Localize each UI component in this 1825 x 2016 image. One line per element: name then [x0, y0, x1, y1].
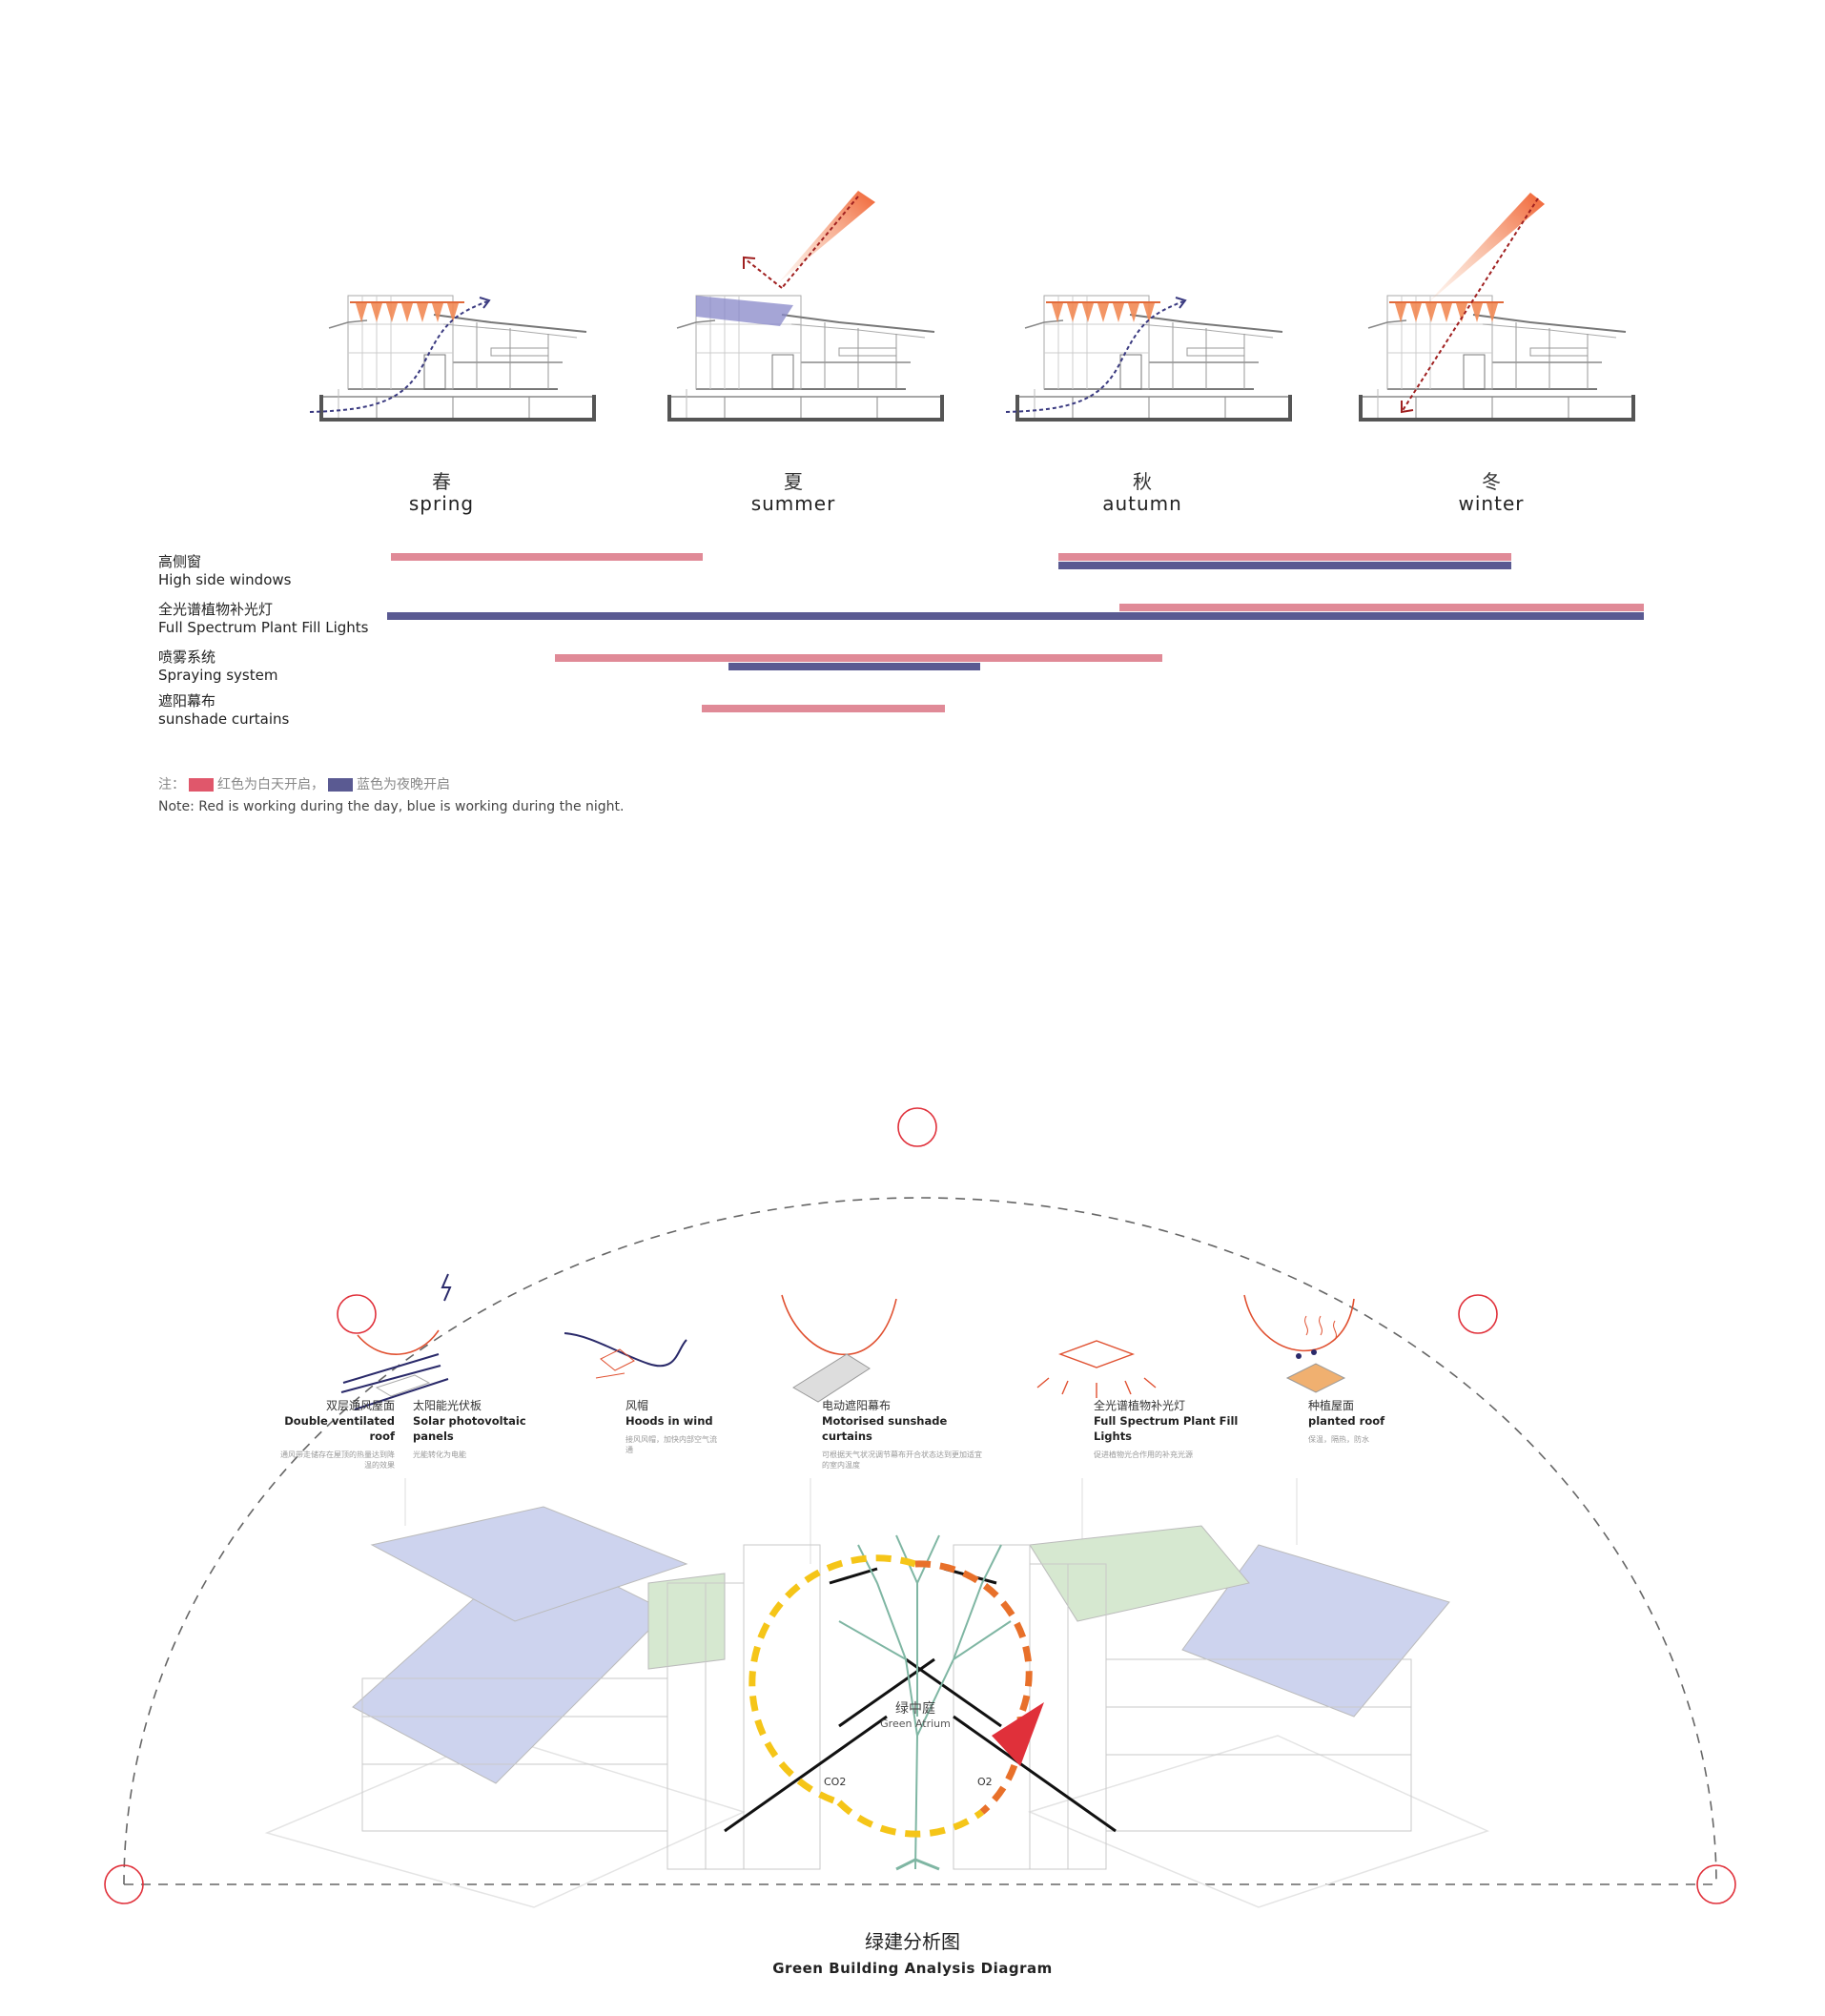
winter-section: [1358, 193, 1636, 422]
season-en: winter: [1458, 492, 1525, 515]
summer-section: [666, 191, 945, 422]
o2-cycle-arc: [914, 1560, 1033, 1718]
feature-en: Hoods in wind: [625, 1414, 713, 1428]
feature-desc: 通风带走储存在屋顶的热量达到降温的效果: [280, 1450, 395, 1470]
diagram-title-en: Green Building Analysis Diagram: [772, 1960, 1053, 1977]
season-label-spring: 春 spring: [346, 471, 537, 515]
feature-motorised-sunshade-curtains: 电动遮阳幕布 Motorised sunshade curtains 可根据天气…: [822, 1398, 984, 1471]
season-en: autumn: [1102, 492, 1182, 515]
feature-zh: 电动遮阳幕布: [822, 1399, 892, 1412]
feature-desc: 可根据天气状况调节幕布开合状态达到更加适宜的室内温度: [822, 1450, 982, 1470]
building-left-wing: [264, 1506, 821, 1908]
bar-high-side-windows-day-2: [1058, 553, 1511, 561]
dome-marker-right: [1458, 1294, 1498, 1334]
atrium-label-en: Green Atrium: [880, 1718, 951, 1730]
diagram-title-zh: 绿建分析图: [865, 1930, 960, 1953]
feature-en: Motorised sunshade curtains: [822, 1414, 948, 1443]
feature-en: planted roof: [1308, 1414, 1385, 1428]
spring-section: [309, 295, 597, 422]
feature-double-ventilated-roof: 双层通风屋面 Double ventilated roof 通风带走储存在屋顶的…: [277, 1398, 395, 1471]
row-label-en: sunshade curtains: [158, 710, 290, 728]
feature-full-spectrum-fill-lights: 全光谱植物补光灯 Full Spectrum Plant Fill Lights…: [1094, 1398, 1275, 1460]
season-label-autumn: 秋 autumn: [1047, 471, 1238, 515]
feature-zh: 双层通风屋面: [325, 1399, 395, 1412]
sunshade-curtain-icon: [781, 1294, 897, 1403]
co2-label: CO2: [824, 1776, 847, 1788]
autumn-section: [1005, 295, 1293, 422]
bar-spraying-night: [728, 663, 980, 670]
season-zh: 春: [432, 470, 451, 493]
co2-cycle-arc: [748, 1554, 917, 1806]
season-en: spring: [408, 492, 475, 515]
o2-arrow-icon: [992, 1702, 1044, 1766]
legend-note-prefix: 注：: [158, 777, 185, 792]
feature-zh: 风帽: [625, 1399, 649, 1412]
bar-spraying-day: [555, 654, 1162, 662]
planted-roof-icon: [1243, 1294, 1355, 1393]
bar-high-side-windows-night: [1058, 562, 1511, 569]
bar-high-side-windows-day-1: [391, 553, 703, 561]
dome-dashed-arc: [123, 1197, 1717, 1885]
dome-marker-bottom-right: [1696, 1864, 1736, 1904]
green-building-diagram: [104, 1107, 1736, 1908]
atrium-label: 绿中庭 Green Atrium: [858, 1698, 973, 1730]
feature-planted-roof: 种植屋面 planted roof 保温，隔热，防水: [1308, 1398, 1413, 1445]
schedule-row-label-fill-lights: 全光谱植物补光灯 Full Spectrum Plant Fill Lights: [158, 601, 369, 637]
atrium-label-zh: 绿中庭: [895, 1701, 935, 1717]
legend-note: 注： 红色为白天开启， 蓝色为夜晚开启 Note: Red is working d…: [158, 774, 625, 814]
feature-hoods-in-wind: 风帽 Hoods in wind 接风风帽，加快内部空气流通: [625, 1398, 721, 1455]
row-label-en: Spraying system: [158, 667, 278, 684]
legend-note-en: Note: Red is working during the day, blu…: [158, 799, 625, 814]
o2-label: O2: [977, 1776, 993, 1788]
season-zh: 冬: [1482, 470, 1501, 493]
legend-night-swatch: [328, 778, 353, 792]
season-zh: 夏: [784, 470, 803, 493]
bar-sunshade-day: [702, 705, 945, 712]
row-label-zh: 高侧窗: [158, 553, 202, 570]
schedule-row-label-high-side-windows: 高侧窗 High side windows: [158, 553, 291, 589]
feature-zh: 全光谱植物补光灯: [1094, 1399, 1186, 1412]
feature-solar-photovoltaic-panels: 太阳能光伏板 Solar photovoltaic panels 光能转化为电能: [413, 1398, 556, 1460]
seasonal-sections-drawing: [309, 191, 1636, 422]
co2-cycle-arc-bottom: [836, 1800, 985, 1838]
legend-note-blue: 蓝色为夜晚开启: [357, 777, 450, 792]
row-label-en: Full Spectrum Plant Fill Lights: [158, 619, 369, 636]
dome-marker-left: [337, 1294, 377, 1334]
season-label-summer: 夏 summer: [698, 471, 889, 515]
row-label-zh: 全光谱植物补光灯: [158, 601, 274, 618]
feature-en: Full Spectrum Plant Fill Lights: [1094, 1414, 1239, 1443]
row-label-en: High side windows: [158, 571, 292, 588]
dome-marker-bottom-left: [104, 1864, 144, 1904]
season-zh: 秋: [1133, 470, 1152, 493]
wind-hood-icon: [564, 1332, 687, 1379]
feature-desc: 接风风帽，加快内部空气流通: [625, 1435, 717, 1454]
legend-day-swatch: [189, 778, 214, 792]
schedule-row-label-sunshade: 遮阳幕布 sunshade curtains: [158, 692, 289, 729]
feature-desc: 保温，隔热，防水: [1308, 1435, 1369, 1444]
feature-desc: 促进植物光合作用的补充光源: [1094, 1450, 1193, 1459]
season-en: summer: [750, 492, 836, 515]
legend-note-zh: 注： 红色为白天开启， 蓝色为夜晚开启: [158, 774, 625, 793]
schedule-row-label-spraying: 喷雾系统 Spraying system: [158, 648, 277, 685]
fill-light-icon: [1036, 1340, 1157, 1398]
feature-desc: 光能转化为电能: [413, 1450, 466, 1459]
feature-en: Double ventilated roof: [284, 1414, 395, 1443]
row-label-zh: 喷雾系统: [158, 648, 216, 666]
feature-zh: 太阳能光伏板: [413, 1399, 482, 1412]
bar-fill-lights-night: [387, 612, 1644, 620]
building-right-wing: [953, 1525, 1490, 1908]
bar-fill-lights-day: [1119, 604, 1644, 611]
dome-marker-top: [897, 1107, 937, 1147]
season-label-winter: 冬 winter: [1396, 471, 1587, 515]
double-roof-icon: [340, 1273, 452, 1410]
row-label-zh: 遮阳幕布: [158, 692, 216, 710]
feature-zh: 种植屋面: [1308, 1399, 1355, 1412]
legend-note-red: 红色为白天开启，: [217, 777, 324, 792]
feature-en: Solar photovoltaic panels: [413, 1414, 526, 1443]
